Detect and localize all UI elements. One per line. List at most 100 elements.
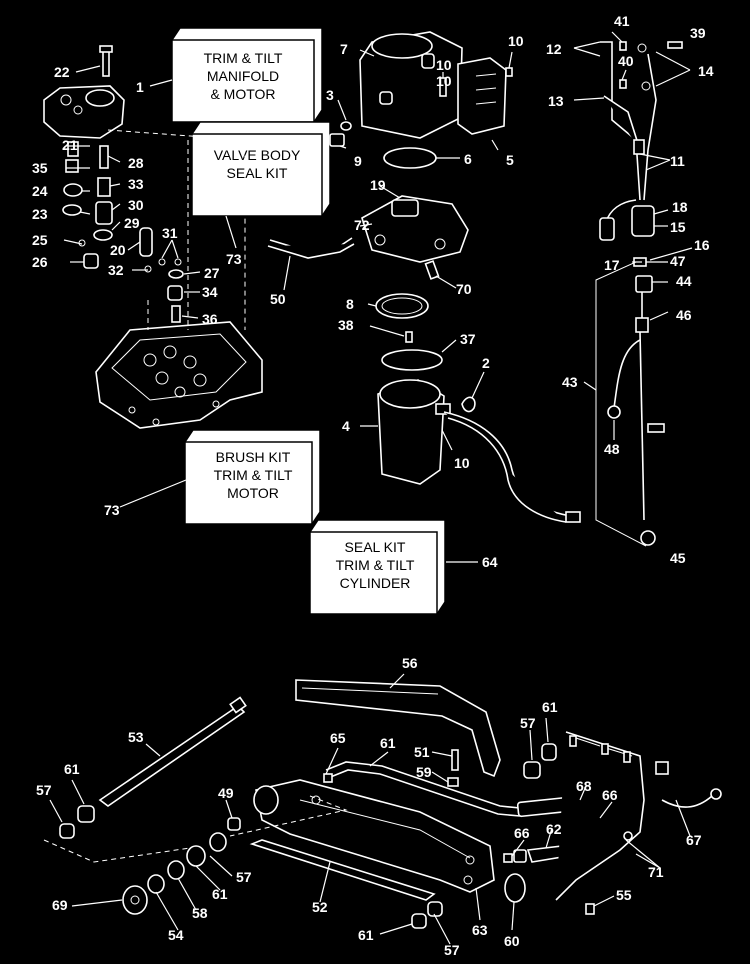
callout-54: 54	[168, 927, 184, 943]
callout-57: 57	[236, 869, 252, 885]
connector-18	[599, 205, 655, 241]
kit-box-cylinder-seal: SEAL KIT TRIM & TILT CYLINDER	[309, 519, 446, 615]
callout-24: 24	[32, 183, 48, 199]
callout-60: 60	[504, 933, 520, 949]
svg-text:MOTOR: MOTOR	[227, 485, 279, 501]
callout-4: 4	[342, 418, 350, 434]
bracket-43	[595, 261, 647, 547]
callout-62: 61	[380, 735, 396, 751]
cable-43	[607, 257, 665, 546]
callout-70: 69	[52, 897, 68, 913]
callout-71: 70	[456, 281, 472, 297]
callout-58: 58	[192, 905, 208, 921]
callout-39: 39	[690, 25, 706, 41]
callout-19: 19	[370, 177, 386, 193]
tube-50	[267, 237, 355, 259]
harness-72	[555, 731, 669, 901]
svg-text:MANIFOLD: MANIFOLD	[207, 68, 279, 84]
callout-5: 5	[506, 152, 514, 168]
callout-11: 11	[670, 153, 685, 169]
callout-43: 43	[562, 374, 578, 390]
terminal-block-5	[457, 57, 507, 135]
callout-2: 2	[482, 355, 490, 371]
svg-text:VALVE BODY: VALVE BODY	[214, 147, 301, 163]
rod-52	[249, 839, 436, 901]
assembly-line	[229, 795, 348, 837]
clip-2	[461, 396, 476, 413]
svg-text:BRUSH KIT: BRUSH KIT	[216, 449, 291, 465]
callout-8: 8	[346, 296, 354, 312]
callout-3: 3	[326, 87, 334, 103]
callout-38: 38	[338, 317, 354, 333]
callout-37: 37	[460, 331, 476, 347]
callout-63: 62	[546, 821, 562, 837]
cover-56	[295, 679, 501, 778]
callout-61: 61	[64, 761, 80, 777]
svg-text:TRIM & TILT: TRIM & TILT	[214, 467, 293, 483]
seal-60	[504, 873, 526, 903]
callout-55: 55	[616, 887, 632, 903]
callout-30: 30	[128, 197, 144, 213]
callout-20: 20	[110, 242, 126, 258]
callout-72: 71	[648, 864, 664, 880]
callout-21: 21	[62, 137, 78, 153]
callout-48: 48	[604, 441, 620, 457]
callout-66: 65	[330, 730, 346, 746]
o-ring-6	[383, 147, 437, 169]
motor-4	[377, 379, 581, 523]
screw-38	[405, 331, 413, 343]
bolt-22	[99, 45, 113, 77]
ring-8	[375, 293, 429, 319]
callout-64: 63	[472, 922, 488, 938]
callout-66: 66	[514, 825, 530, 841]
assembly-line	[107, 129, 246, 330]
callout-57: 57	[444, 942, 460, 958]
screw-39-41	[619, 41, 683, 91]
callout-numbers: 1 2 3 4 5 6 7 8 9 10 10 10 10 11 12 13 1…	[32, 13, 714, 958]
callout-12: 12	[546, 41, 562, 57]
callout-17: 17	[604, 257, 620, 273]
assembly-line	[43, 839, 191, 863]
callout-10: 10	[436, 73, 452, 89]
callout-65: 64	[482, 554, 498, 570]
callout-13: 13	[548, 93, 564, 109]
callout-32: 32	[108, 262, 124, 278]
callout-23: 23	[32, 206, 48, 222]
callout-61: 61	[358, 927, 374, 943]
callout-7: 7	[340, 41, 348, 57]
seals-left	[59, 805, 241, 915]
callout-25: 25	[32, 232, 48, 248]
callout-29: 29	[124, 215, 140, 231]
rod-63	[513, 845, 570, 863]
svg-text:SEAL KIT: SEAL KIT	[227, 165, 288, 181]
callout-6: 6	[464, 151, 472, 167]
callout-18: 18	[672, 199, 688, 215]
callout-59: 59	[416, 764, 432, 780]
callout-50: 50	[270, 291, 286, 307]
callout-41: 41	[614, 13, 630, 29]
bolt-71	[424, 260, 440, 280]
callout-46: 46	[676, 307, 692, 323]
callout-67: 66	[602, 787, 618, 803]
cylinder-body	[253, 779, 495, 893]
svg-text:TRIM & TILT: TRIM & TILT	[204, 50, 283, 66]
callout-10: 10	[508, 33, 524, 49]
callout-73: 73	[104, 502, 120, 518]
callout-73: 72	[354, 217, 370, 233]
callout-10: 10	[436, 57, 452, 73]
callout-44: 44	[676, 273, 692, 289]
callout-40: 40	[618, 53, 634, 69]
callout-61: 61	[542, 699, 558, 715]
svg-text:& MOTOR: & MOTOR	[210, 86, 275, 102]
fitting-3-9	[329, 121, 352, 147]
callout-61: 61	[212, 886, 228, 902]
callout-53: 53	[128, 729, 144, 745]
callout-68: 67	[686, 832, 702, 848]
callout-27: 27	[204, 265, 220, 281]
callout-9: 9	[354, 153, 362, 169]
callout-49: 49	[218, 785, 234, 801]
callout-35: 35	[32, 160, 48, 176]
seal-37	[381, 349, 443, 371]
callout-52: 52	[312, 899, 328, 915]
